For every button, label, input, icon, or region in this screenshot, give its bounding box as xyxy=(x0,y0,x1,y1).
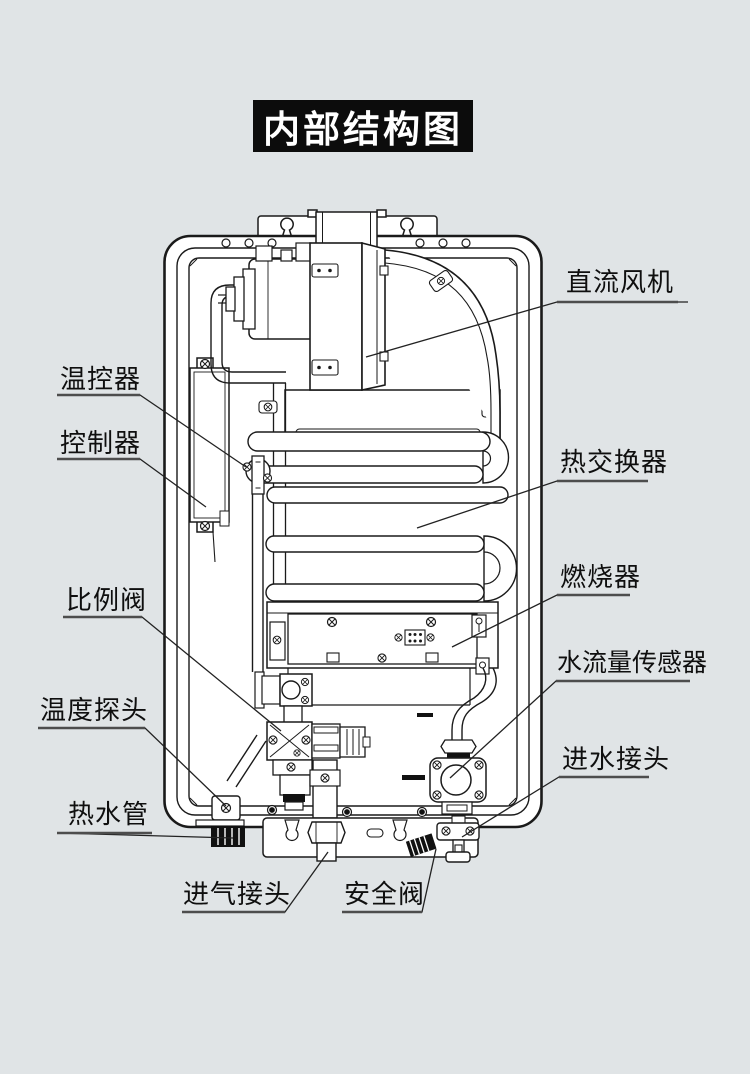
gas-inlet-connector xyxy=(307,821,346,862)
controller-drawing xyxy=(189,357,230,563)
page-title: 内部结构图 xyxy=(253,100,473,152)
label-controller: 控制器 xyxy=(60,428,142,458)
label-temperature-probe: 温度探头 xyxy=(40,695,149,725)
bottom-assembly xyxy=(195,795,480,863)
label-gas-inlet: 进气接头 xyxy=(183,879,292,909)
label-safety-valve: 安全阀 xyxy=(344,879,426,909)
label-burner: 燃烧器 xyxy=(560,562,642,592)
label-hot-water-pipe: 热水管 xyxy=(68,799,150,829)
label-thermostat: 温控器 xyxy=(60,364,142,394)
safety-valve-drawing xyxy=(405,833,437,857)
label-water-inlet: 进水接头 xyxy=(562,744,671,774)
leader-lines xyxy=(38,300,690,914)
burner-drawing xyxy=(266,601,499,741)
label-heat-exchanger: 热交换器 xyxy=(560,447,669,477)
label-dc-fan: 直流风机 xyxy=(566,267,675,297)
label-water-flow-sensor: 水流量传感器 xyxy=(557,649,708,677)
fan-assembly xyxy=(218,241,501,440)
thermostat-drawing xyxy=(242,455,273,495)
valve-assembly xyxy=(226,671,371,819)
flow-sensor-drawing xyxy=(402,739,487,815)
heat-exchanger-drawing xyxy=(247,431,518,672)
label-proportional-valve: 比例阀 xyxy=(66,585,148,615)
